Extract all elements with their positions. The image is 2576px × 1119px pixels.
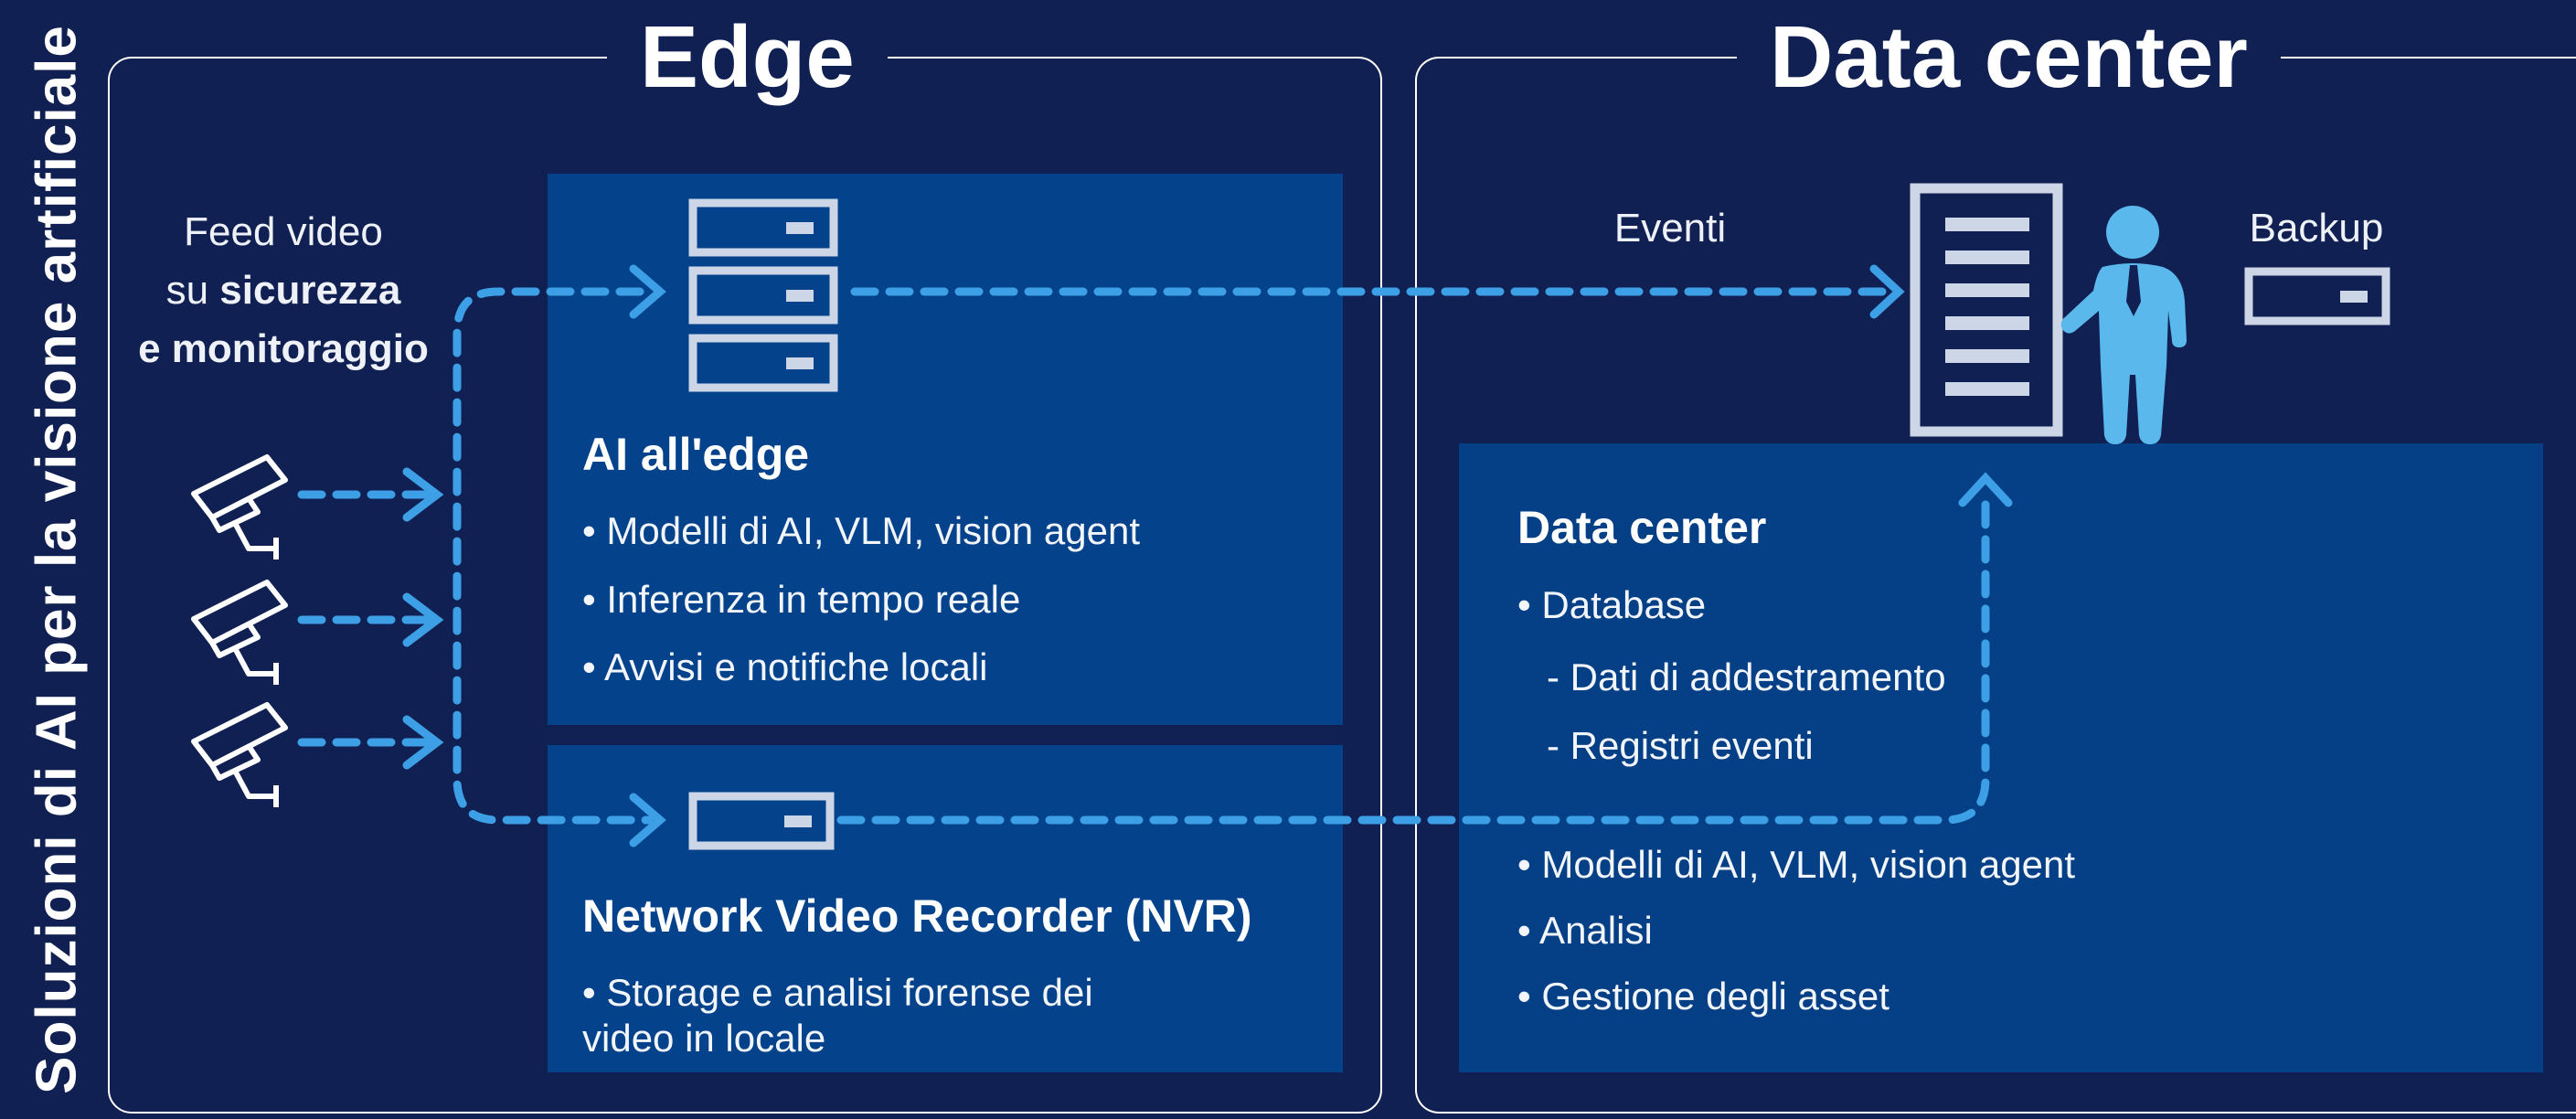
ai-edge-title: AI all'edge xyxy=(582,429,810,480)
nvr-title: Network Video Recorder (NVR) xyxy=(582,890,1252,942)
camera-arrow-head xyxy=(402,592,444,647)
datacenter-item: • Database xyxy=(1517,583,1707,626)
person-icon xyxy=(2060,206,2187,444)
bus-arrow-head xyxy=(629,793,666,847)
datacenter-item: • Analisi xyxy=(1517,909,1653,952)
bus-arrow-head xyxy=(629,264,666,319)
server-rack-icon xyxy=(1910,183,2063,437)
camera-arrow-head xyxy=(402,467,444,522)
server-stack-icon xyxy=(688,198,838,392)
nvr-device-icon xyxy=(688,792,835,850)
datacenter-subitem: - Dati di addestramento xyxy=(1547,655,1946,698)
camera-arrow-head xyxy=(402,715,444,770)
ai-edge-item: • Inferenza in tempo reale xyxy=(582,578,1021,621)
feed-label: Feed video su sicurezza e monitoraggio xyxy=(119,203,448,378)
nvr-panel xyxy=(548,745,1343,1072)
backup-label: Backup xyxy=(2249,206,2384,250)
bus-connector xyxy=(452,287,654,825)
datacenter-panel-title: Data center xyxy=(1517,502,1767,553)
backup-device-icon xyxy=(2244,267,2390,325)
events-arrow-head xyxy=(1869,264,1905,319)
datacenter-title: Data center xyxy=(1737,7,2281,108)
ai-edge-panel xyxy=(548,174,1343,725)
datacenter-item: • Gestione degli asset xyxy=(1517,975,1889,1018)
feed-label-line1: Feed video xyxy=(184,209,383,254)
feed-label-line3: e monitoraggio xyxy=(138,326,429,371)
datacenter-panel xyxy=(1459,443,2543,1072)
feed-label-line2: su sicurezza xyxy=(165,268,401,313)
nvr-item: video in locale xyxy=(582,1017,826,1060)
datacenter-item: • Modelli di AI, VLM, vision agent xyxy=(1517,843,2076,886)
nvr-item: • Storage e analisi forense dei xyxy=(582,971,1093,1014)
security-camera-icon xyxy=(191,454,288,807)
datacenter-subitem: - Registri eventi xyxy=(1547,724,1814,767)
ai-edge-item: • Avvisi e notifiche locali xyxy=(582,645,988,688)
edge-title: Edge xyxy=(607,7,888,108)
nvr-connector xyxy=(836,489,1990,825)
events-label: Eventi xyxy=(1613,206,1727,250)
ai-edge-item: • Modelli di AI, VLM, vision agent xyxy=(582,509,1141,552)
datacenter-arrow-head xyxy=(1958,472,2013,507)
